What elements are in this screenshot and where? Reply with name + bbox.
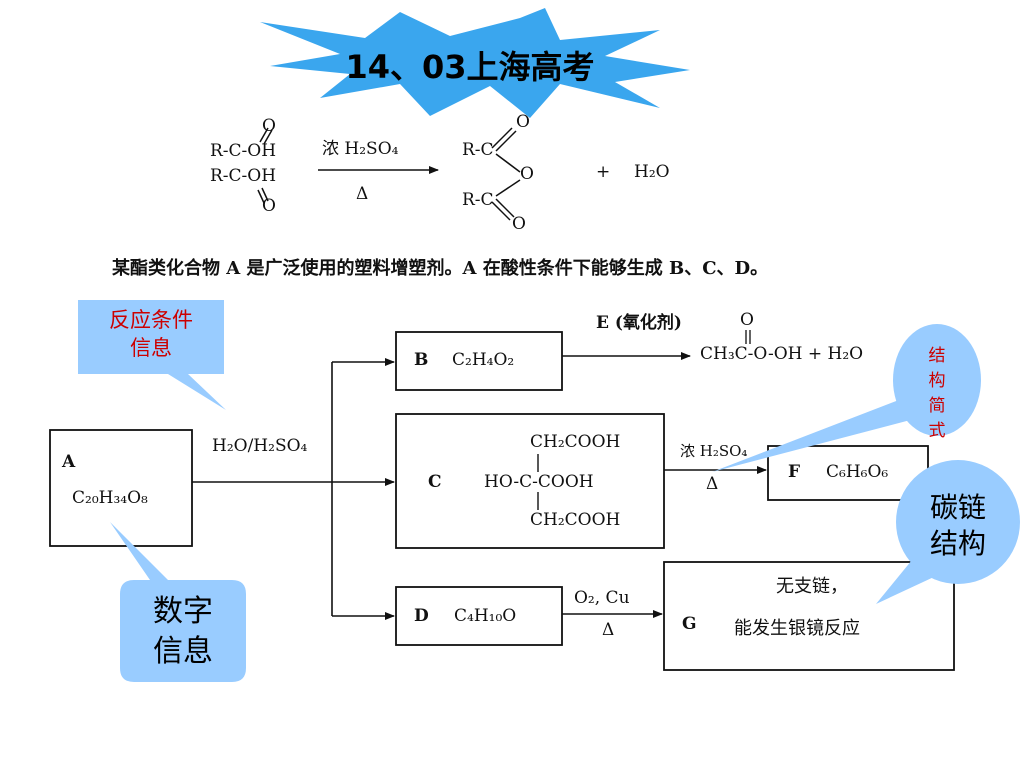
top-reaction-condition: 浓 H₂SO₄ <box>322 139 399 159</box>
box-c-label: C <box>428 472 442 492</box>
box-a-label: A <box>62 452 76 472</box>
page-title: 14、03上海高考 <box>345 48 595 86</box>
reactant-top: R-C-OH <box>210 141 277 161</box>
title-starburst <box>260 8 690 118</box>
intro-sentence: 某酯类化合物 A 是广泛使用的塑料增塑剂。A 在酸性条件下能够生成 B、C、D。 <box>112 258 769 279</box>
product-top: R-C <box>462 140 494 160</box>
product-ring-o: O <box>520 164 534 184</box>
reactant-bottom: R-C-OH <box>210 166 277 186</box>
condition-c-to-f: 浓 H₂SO₄ <box>680 442 748 460</box>
box-a <box>49 429 193 547</box>
callout-carbon-chain-pointer <box>876 560 936 604</box>
box-d-formula: C₄H₁₀O <box>454 606 517 626</box>
peracid-o: O <box>740 310 754 330</box>
condition-c-to-f-heat: Δ <box>706 474 719 494</box>
box-g-line2: 能发生银镜反应 <box>734 618 860 639</box>
callout-structure-pointer <box>712 398 918 472</box>
box-f-formula: C₆H₆O₆ <box>826 462 889 482</box>
callout-carbon-chain: 碳链 结构 <box>929 491 986 560</box>
callout-structure: 结 构 简 式 <box>928 346 946 441</box>
reactant-bottom-carbonyl-o: O <box>262 196 276 216</box>
callout-numeric: 数字 信息 <box>153 594 213 669</box>
callout-numeric-shape <box>110 522 246 682</box>
box-b-label: B <box>414 350 429 370</box>
box-c-top: CH₂COOH <box>530 432 621 452</box>
reaction-plus: + <box>596 162 611 182</box>
box-d <box>395 586 563 646</box>
box-g-label: G <box>682 614 697 634</box>
box-c-bottom: CH₂COOH <box>530 510 621 530</box>
product-bottom: R-C <box>462 190 494 210</box>
product-bottom-o: O <box>512 214 526 234</box>
reactant-top-carbonyl-o: O <box>262 116 276 136</box>
condition-a-split: H₂O/H₂SO₄ <box>212 436 308 456</box>
box-b-formula: C₂H₄O₂ <box>452 350 515 370</box>
flow-lines <box>192 362 333 616</box>
callout-structure-shape <box>893 324 981 436</box>
condition-oxidant: E (氧化剂) <box>596 313 682 333</box>
top-reaction-heat: Δ <box>356 184 369 204</box>
top-reaction-structure <box>257 127 521 221</box>
box-c-mid: HO-C-COOH <box>484 472 594 492</box>
reaction-water: H₂O <box>634 162 670 182</box>
callout-carbon-chain-shape <box>896 460 1020 584</box>
peracid-product: CH₃C-O-OH + H₂O <box>700 344 864 364</box>
box-c <box>395 413 665 549</box>
box-f-label: F <box>788 462 801 482</box>
box-b <box>395 331 563 391</box>
product-top-o: O <box>516 112 530 132</box>
callout-reaction-condition: 反应条件 信息 <box>109 308 193 360</box>
box-d-label: D <box>414 606 429 626</box>
condition-d-to-g-heat: Δ <box>602 620 615 640</box>
box-a-formula: C₂₀H₃₄O₈ <box>72 488 148 508</box>
callout-reaction-condition-shape <box>78 300 226 410</box>
condition-d-to-g: O₂, Cu <box>574 588 630 608</box>
box-g-line1: 无支链， <box>776 576 848 597</box>
box-g <box>663 561 955 671</box>
